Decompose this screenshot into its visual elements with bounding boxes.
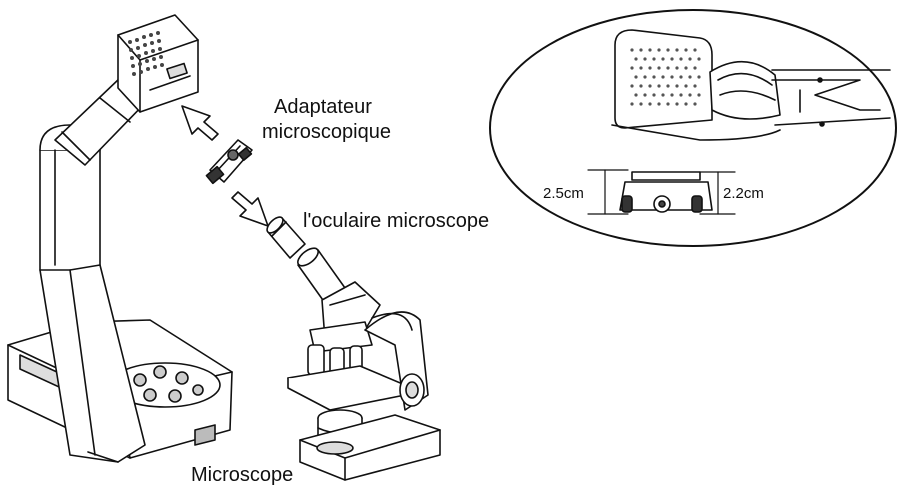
- adapter-label-line2: microscopique: [262, 121, 391, 143]
- inset-dimension-right: 2.2cm: [723, 185, 764, 202]
- microscope-label: Microscope: [191, 464, 294, 486]
- adapter-label-line1: Adaptateur: [274, 96, 372, 118]
- arrow-up-to-camera: [181, 105, 219, 141]
- microscope: [287, 247, 441, 481]
- camera-head: [117, 14, 199, 113]
- microscope-adapter: [205, 139, 253, 185]
- inset-speaker-grille: [630, 48, 701, 106]
- camera-speaker-grille: [128, 31, 164, 76]
- dimension-left: [587, 169, 629, 215]
- eyepiece: [266, 216, 306, 259]
- inset-dimension-left: 2.5cm: [543, 185, 584, 202]
- arrow-down-to-eyepiece: [231, 191, 269, 227]
- document-camera: [7, 14, 233, 463]
- eyepiece-label: l'oculaire microscope: [303, 210, 490, 232]
- inset-detail: [489, 9, 897, 247]
- dimension-right: [699, 171, 736, 215]
